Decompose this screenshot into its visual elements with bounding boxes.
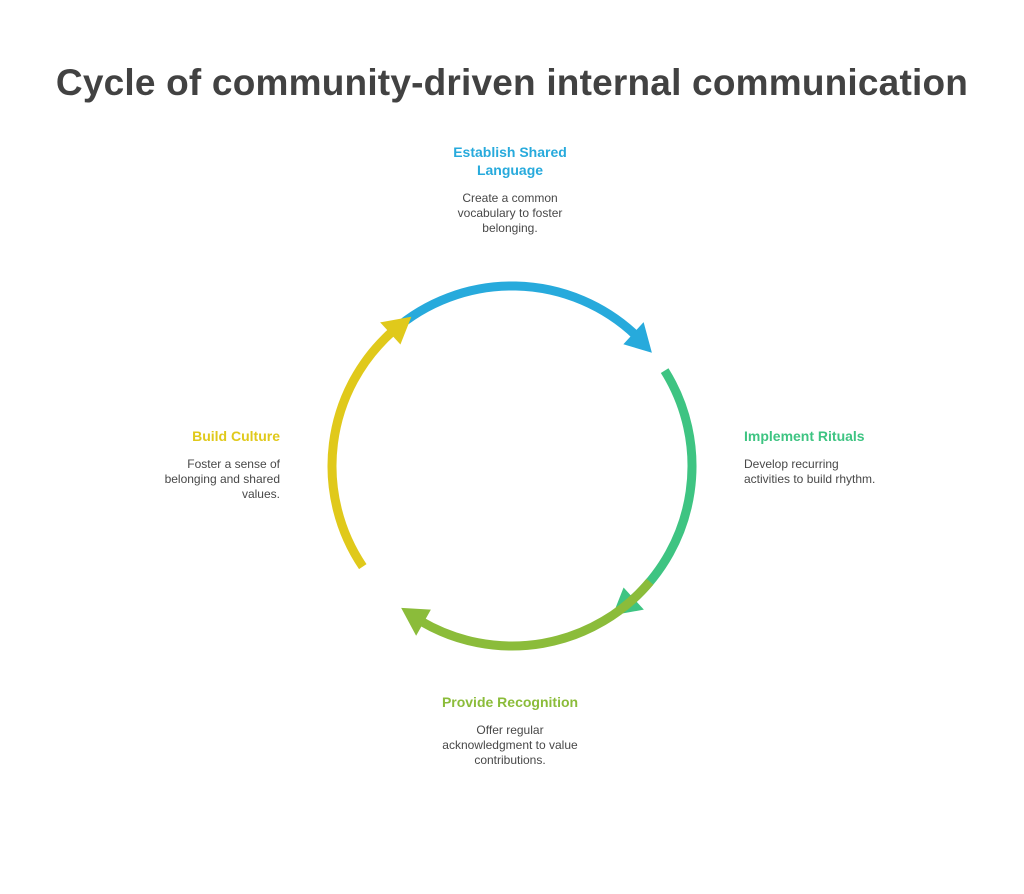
step-title: Build Culture: [192, 428, 280, 444]
step-build-culture: Build Culture Foster a sense of belongin…: [148, 427, 280, 502]
step-description: Offer regular acknowledgment to value co…: [442, 723, 578, 767]
arrow-arc: [327, 327, 396, 570]
arrowhead: [401, 607, 431, 636]
step-title: Implement Rituals: [744, 428, 865, 444]
step-title: Establish Shared Language: [453, 144, 567, 178]
step-title: Provide Recognition: [441, 694, 579, 710]
step-description: Develop recurring activities to build rh…: [744, 457, 876, 486]
step-establish-shared-language: Establish Shared Language Create a commo…: [440, 143, 580, 236]
step-description: Foster a sense of belonging and shared v…: [164, 457, 280, 501]
page-title: Cycle of community-driven internal commu…: [55, 62, 969, 103]
arrow-arc: [390, 281, 639, 339]
arrow-establish-shared-language: [390, 281, 652, 353]
arrow-implement-rituals: [612, 368, 697, 616]
arrow-provide-recognition: [401, 578, 654, 651]
arrow-build-culture: [327, 316, 412, 570]
step-implement-rituals: Implement Rituals Develop recurring acti…: [744, 427, 884, 487]
arrow-arc: [418, 578, 654, 651]
arrow-arc: [628, 368, 697, 605]
arrowhead: [623, 322, 652, 353]
step-description: Create a common vocabulary to foster bel…: [457, 191, 563, 235]
arrowhead: [380, 316, 412, 345]
step-provide-recognition: Provide Recognition Offer regular acknow…: [440, 693, 580, 768]
